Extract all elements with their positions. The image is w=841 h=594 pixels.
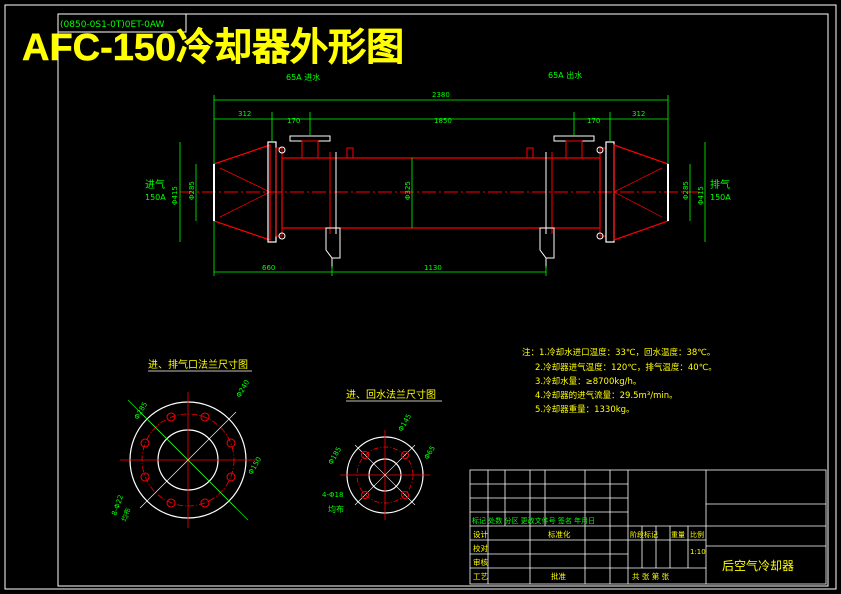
label-gas-out-size: 150A [710,193,731,202]
bolt-hole-icon [401,491,409,499]
water-flange-holes: 4-Φ18 [322,491,343,499]
note-2: 2.冷却器进气温度：120℃，排气温度：40℃。 [535,362,717,373]
bolt-hole-icon [361,491,369,499]
dim-nozzle-right: 170 [587,117,600,125]
label-gas-in: 进气 [145,178,165,191]
bolt-icon [596,146,604,154]
label-water-in: 65A 进水 [286,72,320,82]
label-gas-out: 排气 [710,178,730,191]
bolt-hole-icon [361,451,369,459]
bolt-icon [278,232,286,240]
tb-check: 校对 [473,543,488,553]
note-4: 4.冷却器的进气流量：29.5m³/min。 [535,390,678,401]
code-box-text: (0850-0S1-0T)0ET-0AW [60,20,165,30]
bolt-hole-icon [166,412,176,422]
tb-design: 设计 [473,529,488,539]
water-flange-d1: Φ185 [327,446,343,466]
notes: 注：1.冷却水进口温度：33℃，回水温度：38℃。 2.冷却器进气温度：120℃… [522,347,717,415]
bolt-hole-icon [200,498,210,508]
bolt-icon [596,232,604,240]
water-flange-title: 进、回水法兰尺寸图 [346,388,436,401]
water-inlet-nozzle [301,140,319,159]
bolt-hole-icon [140,438,150,448]
title-block-grid [469,469,827,585]
tb-sheets: 共 张 第 张 [632,571,670,581]
water-flange-d3: Φ65 [423,445,437,461]
drawing-title: AFC-150冷却器外形图 [22,27,404,69]
tb-scale: 比例 [690,530,704,539]
tb-drawing-name: 后空气冷却器 [722,558,794,573]
tb-weight: 重量 [671,531,685,539]
dim-flange-left: Φ415 [171,186,179,205]
bolt-icon [278,146,286,154]
vent-nozzle [346,147,354,159]
dimension-lines [179,95,706,276]
bolt-hole-icon [401,451,409,459]
dim-shell-dia: Φ325 [404,181,412,200]
inner-border [57,13,829,587]
gas-flange-holes-note: 均布 [119,506,132,522]
gas-flange-d1: Φ285 [133,401,149,421]
dim-flange-right2: Φ285 [682,181,690,200]
water-inlet-flange [289,135,331,142]
dim-flange-left2: Φ285 [188,181,196,200]
note-1: 注：1.冷却水进口温度：33℃，回水温度：38℃。 [522,347,715,358]
tb-scale-value: 1:10 [690,548,706,556]
dim-left-end: 312 [238,110,251,118]
water-outlet-nozzle [565,140,583,159]
water-flange-drawing [340,430,430,520]
left-cone-line [219,167,271,193]
vent-nozzle [526,147,534,159]
code-box [57,13,187,33]
dim-support-left: 660 [262,264,275,272]
note-3: 3.冷却水量：≥8700kg/h。 [535,376,641,387]
tb-review: 审核 [473,557,488,567]
dim-support-span: 1130 [424,264,442,272]
gas-flange-drawing [120,392,256,528]
dim-flange-right: Φ415 [697,186,705,205]
water-flange-holes-note: 均布 [328,504,344,514]
gas-flange-d3: Φ150 [247,456,263,476]
note-5: 5.冷却器重量：1330kg。 [535,404,635,415]
left-support [325,227,341,259]
tb-process: 工艺 [473,572,488,581]
bolt-hole-icon [226,438,236,448]
water-flange-d2: Φ145 [397,413,413,433]
right-support [539,227,555,259]
tb-revision-row: 标记 处数 分区 更改文件号 签名 年月日 [472,516,595,525]
dim-total: 2380 [432,91,450,99]
outer-border [4,4,837,590]
bolt-hole-icon [226,472,236,482]
dim-nozzle-left: 170 [287,117,300,125]
gas-flange-d2: Φ240 [235,379,251,399]
bolt-hole-icon [166,498,176,508]
water-outlet-flange [553,135,595,142]
dim-nozzle-span: 1850 [434,117,452,125]
tb-standard: 标准化 [548,529,571,539]
bolt-hole-icon [200,412,210,422]
tb-stage: 阶段标记 [630,530,658,539]
label-gas-in-size: 150A [145,193,166,202]
gas-flange-title: 进、排气口法兰尺寸图 [148,358,248,371]
tb-approve: 批准 [551,571,566,581]
label-water-out: 65A 出水 [548,70,582,80]
bolt-hole-icon [140,472,150,482]
dim-right-end: 312 [632,110,645,118]
